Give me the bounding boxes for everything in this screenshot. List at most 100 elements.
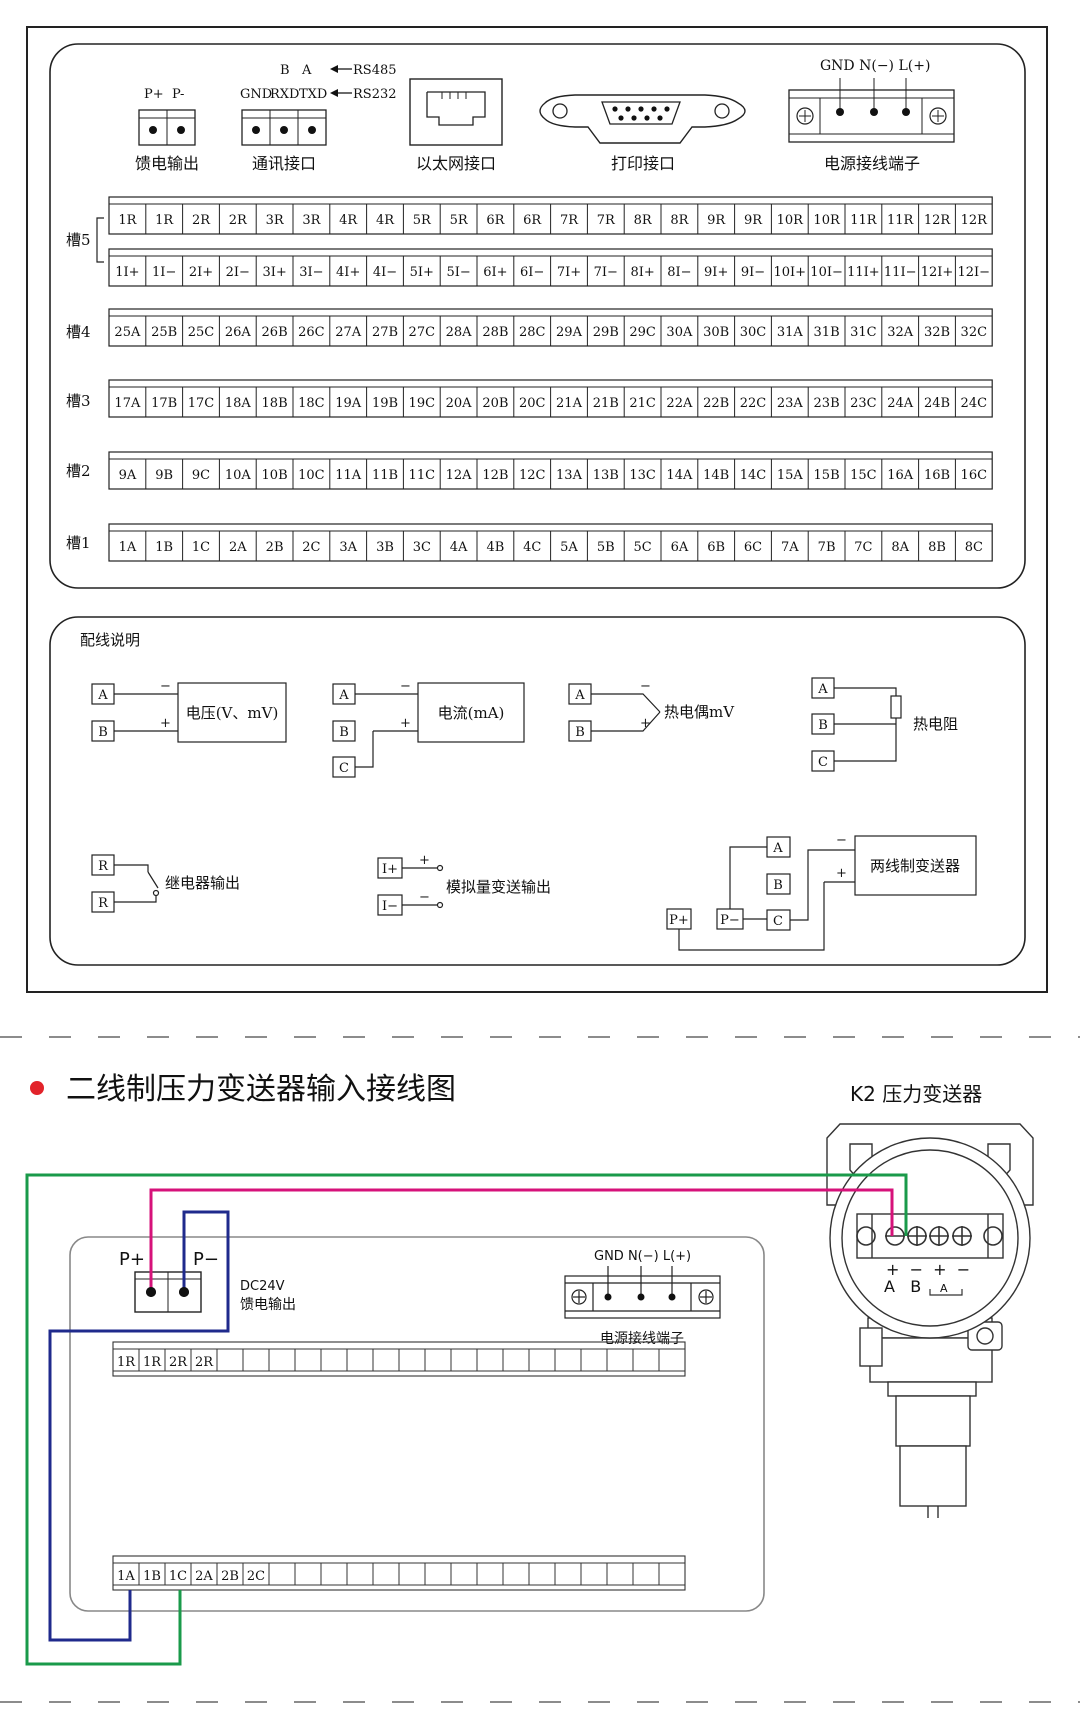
green-wire xyxy=(25,1173,908,1566)
s2-power-caption: 电源接线端子 xyxy=(600,1330,684,1347)
terminal-cell: 32B xyxy=(924,325,950,340)
terminal-cell: 2R xyxy=(192,213,211,228)
terminal-cell: 4B xyxy=(486,540,504,555)
terminal-cell: 18C xyxy=(298,396,325,411)
relay-label: 继电器输出 xyxy=(165,874,240,892)
terminal-cell: 28B xyxy=(482,325,508,340)
terminal-cell: 7B xyxy=(818,540,836,555)
terminal-cell: 9I+ xyxy=(704,265,728,280)
terminal-cell: 5C xyxy=(633,540,651,555)
terminal-cell: 20A xyxy=(446,396,473,411)
terminal-panel xyxy=(49,43,1026,589)
terminal-cell: 10R xyxy=(813,213,841,228)
magenta-wire xyxy=(149,1188,894,1292)
terminal-cell: 10I+ xyxy=(774,265,807,280)
rs232-label: RS232 xyxy=(353,87,397,102)
terminal-cell: 1I+ xyxy=(115,265,139,280)
terminal-cell: 16A xyxy=(887,468,914,483)
terminal-cell: 3A xyxy=(339,540,357,555)
feed-output-caption: 馈电输出 xyxy=(135,154,199,173)
terminal-cell: 2I− xyxy=(226,265,250,280)
terminal-cell: 12I− xyxy=(958,265,991,280)
section-bullet xyxy=(30,1081,44,1095)
terminal-cell: 1B xyxy=(155,540,173,555)
legend-voltage xyxy=(91,682,287,743)
transmitter-terminal-screws xyxy=(856,1226,1003,1246)
voltage-minus: − xyxy=(160,679,171,694)
wires xyxy=(25,1173,908,1666)
terminal-cell: 20C xyxy=(519,396,546,411)
analog-term-i-plus: I+ xyxy=(382,862,398,877)
relay-term-r2: R xyxy=(98,896,109,911)
terminal-cell: 14C xyxy=(740,468,767,483)
terminal-cell: 10I− xyxy=(810,265,843,280)
terminal-cell: 4I− xyxy=(373,265,397,280)
terminal-cell: 10R xyxy=(777,213,805,228)
current-minus: − xyxy=(400,679,411,694)
terminal-cell: 5R xyxy=(450,213,469,228)
terminal-cell: 5I− xyxy=(446,265,470,280)
two-wire-minus: − xyxy=(836,833,847,848)
terminal-cell: 15C xyxy=(850,468,877,483)
outer-frame xyxy=(26,26,1048,993)
terminal-cell: 16C xyxy=(961,468,988,483)
transmitter-terminal-signs: + − + − xyxy=(886,1260,970,1279)
terminal-cell: 9C xyxy=(192,468,210,483)
terminal-cell: 2I+ xyxy=(189,265,213,280)
legend-rtd xyxy=(811,677,902,772)
rtd-term-c: C xyxy=(818,755,828,770)
terminal-cell: 1C xyxy=(192,540,210,555)
printer-port: 打印接口 xyxy=(539,94,746,173)
terminal-cell: 24A xyxy=(887,396,914,411)
thermocouple-label: 热电偶mV xyxy=(664,703,735,721)
terminal-cell: 6B xyxy=(707,540,725,555)
terminal-cell: 22A xyxy=(666,396,693,411)
ethernet-caption: 以太网接口 xyxy=(416,154,496,173)
green-wire-bottom xyxy=(25,1566,182,1666)
current-term-c: C xyxy=(339,761,349,776)
terminal-cell: 7I− xyxy=(594,265,618,280)
terminal-cell: 5R xyxy=(413,213,432,228)
transmitter-bracket xyxy=(929,1289,963,1296)
two-wire-term-b: B xyxy=(773,878,783,893)
power-terminal-labels: GND N(−) L(+) xyxy=(820,58,930,74)
terminal-cell: 26B xyxy=(262,325,288,340)
controller-outline xyxy=(69,1236,765,1612)
terminal-cell: 3C xyxy=(413,540,431,555)
legend-analog-output xyxy=(377,857,444,916)
comm-label-rxd: RXD xyxy=(270,87,299,102)
legend-relay xyxy=(91,854,160,913)
terminal-cell: 22C xyxy=(740,396,767,411)
terminal-cell: 6I− xyxy=(520,265,544,280)
slot-label: 槽1 xyxy=(66,534,91,552)
two-wire-plus: + xyxy=(836,866,847,881)
legend-thermocouple xyxy=(568,683,661,742)
terminal-cell: 28A xyxy=(446,325,473,340)
analog-minus: − xyxy=(419,890,430,905)
two-wire-term-p-plus: P+ xyxy=(669,913,689,928)
terminal-cell: 11B xyxy=(372,468,398,483)
terminal-cell: 22B xyxy=(703,396,729,411)
slot5-bracket xyxy=(96,217,104,263)
terminal-cell: 9R xyxy=(707,213,726,228)
legend-current xyxy=(332,682,525,778)
s2-terminal-cell: 2B xyxy=(221,1569,239,1584)
s2-power-terminal xyxy=(564,1266,721,1319)
terminal-cell: 27C xyxy=(409,325,436,340)
terminal-cell: 9A xyxy=(119,468,137,483)
terminal-cell: 8R xyxy=(670,213,689,228)
terminal-cell: 17B xyxy=(151,396,177,411)
slot-label: 槽3 xyxy=(66,392,91,410)
terminal-cell: 2C xyxy=(302,540,320,555)
terminal-cell: 7A xyxy=(781,540,799,555)
printer-caption: 打印接口 xyxy=(611,154,675,173)
terminal-cell: 29A xyxy=(556,325,583,340)
s2-terminal-cell: 1A xyxy=(117,1569,135,1584)
terminal-cell: 25B xyxy=(151,325,177,340)
terminal-cell: 2B xyxy=(266,540,284,555)
thermocouple-term-a: A xyxy=(574,688,585,703)
